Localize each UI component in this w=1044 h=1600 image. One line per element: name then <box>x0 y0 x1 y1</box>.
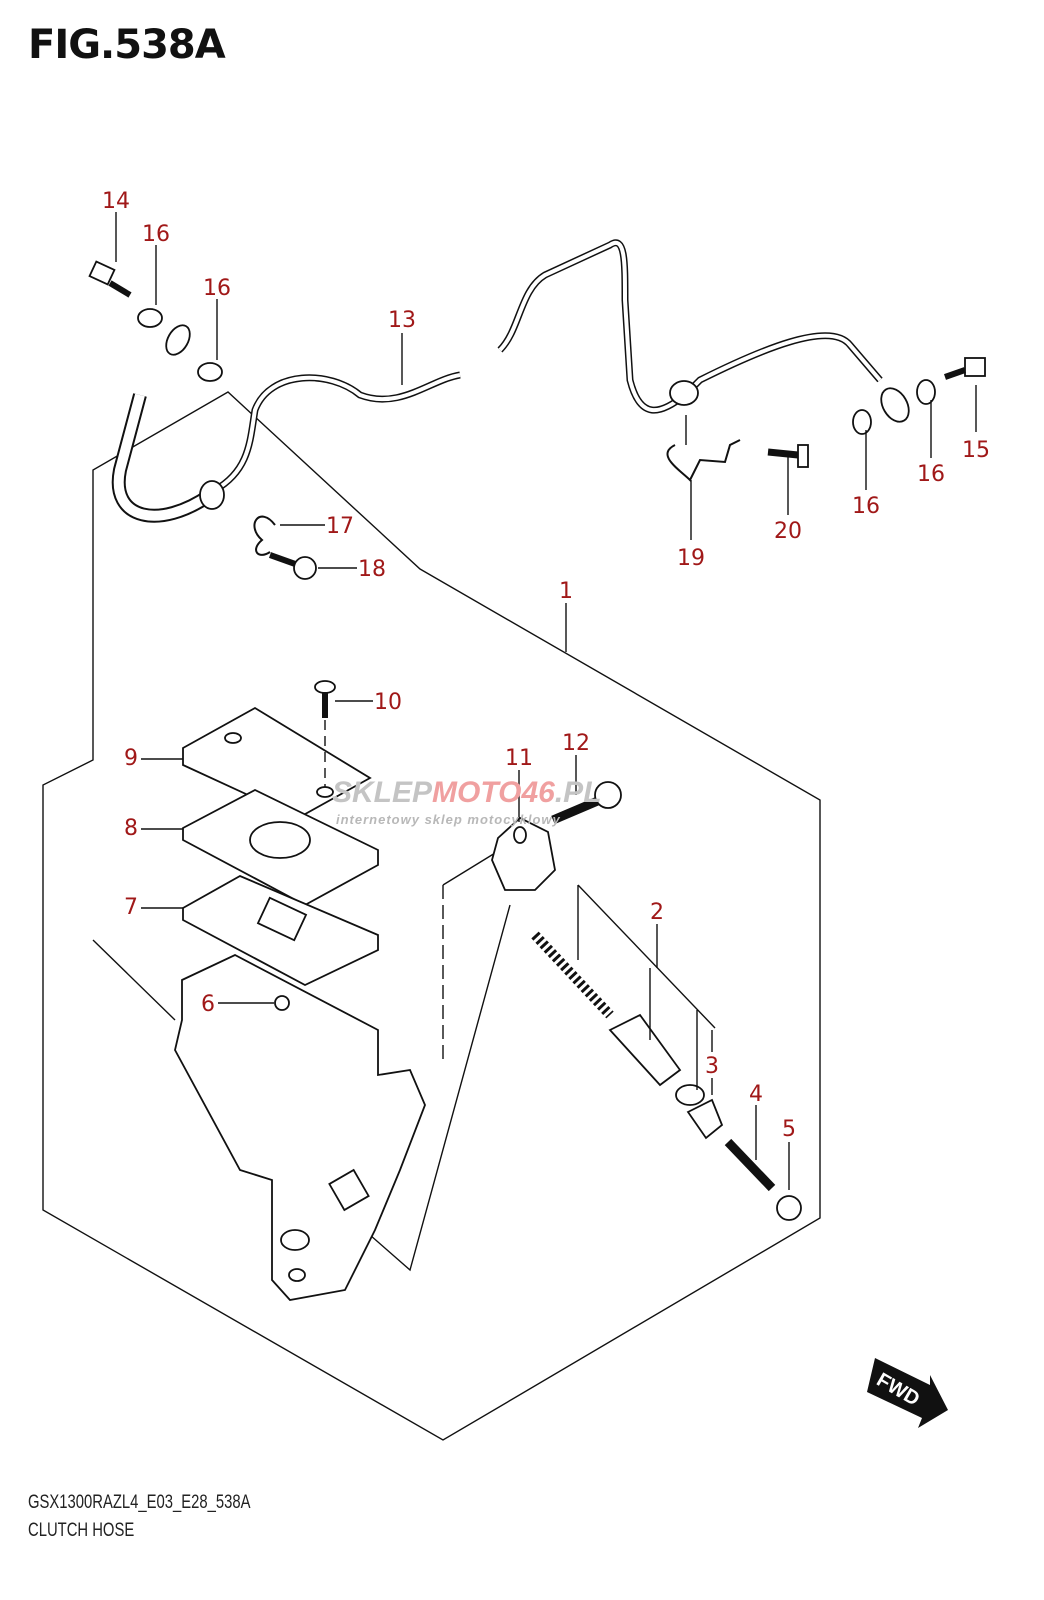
diaphragm-7 <box>182 874 379 987</box>
banjo-bolt-14 <box>88 260 132 298</box>
callout-4: 4 <box>749 1082 763 1107</box>
callout-2: 2 <box>650 900 664 925</box>
outline-leader <box>442 849 501 886</box>
assembly-outline <box>42 391 821 1441</box>
callout-labels: 14 16 16 13 17 18 1 10 9 8 7 6 11 12 2 3… <box>102 189 990 1142</box>
callout-12: 12 <box>562 731 590 756</box>
cap-5 <box>776 1195 802 1221</box>
callout-16: 16 <box>852 494 880 519</box>
figure-title: FIG.538A <box>28 22 226 68</box>
callout-19: 19 <box>677 546 705 571</box>
watermark-brand: SKLEPMOTO46.PL <box>332 776 602 809</box>
piston-set-2 <box>531 931 724 1140</box>
callout-8: 8 <box>124 816 138 841</box>
diagram-caption: CLUTCH HOSE <box>28 1520 135 1541</box>
clamp-19 <box>666 439 741 482</box>
outline-leader <box>369 904 511 1272</box>
callout-14: 14 <box>102 189 130 214</box>
fwd-arrow-badge: FWD <box>867 1358 948 1428</box>
bolt-20 <box>767 444 809 468</box>
callout-18: 18 <box>358 557 386 582</box>
callout-16: 16 <box>203 276 231 301</box>
bolt-12 <box>551 781 622 825</box>
outline-leader <box>577 884 716 1029</box>
watermark-domain: .PL <box>555 776 602 809</box>
clutch-hose <box>111 239 910 523</box>
washers-16 <box>137 308 936 435</box>
callout-5: 5 <box>782 1117 796 1142</box>
callout-1: 1 <box>559 579 573 604</box>
plate-8 <box>182 788 379 907</box>
callout-11: 11 <box>505 746 533 771</box>
pushrod-4 <box>724 1138 776 1192</box>
callout-20: 20 <box>774 519 802 544</box>
callout-15: 15 <box>962 438 990 463</box>
callout-7: 7 <box>124 895 138 920</box>
watermark-brand-b: MOTO46 <box>432 776 555 809</box>
master-cylinder-body <box>174 953 426 1301</box>
outline-leader <box>92 939 176 1021</box>
callout-16: 16 <box>142 222 170 247</box>
banjo-bolt-15 <box>944 357 986 380</box>
callout-3: 3 <box>705 1054 719 1079</box>
callout-17: 17 <box>326 514 354 539</box>
callout-9: 9 <box>124 746 138 771</box>
screw-10 <box>314 680 336 798</box>
leader-lines <box>115 212 977 1190</box>
model-code: GSX1300RAZL4_E03_E28_538A <box>28 1492 251 1513</box>
callout-6: 6 <box>201 992 215 1017</box>
callout-16: 16 <box>917 462 945 487</box>
watermark-tagline: internetowy sklep motocyklowy <box>336 812 561 827</box>
boot-11 <box>491 816 556 891</box>
bolt-18 <box>268 552 317 580</box>
callout-13: 13 <box>388 308 416 333</box>
watermark-brand-a: SKLEP <box>332 776 433 809</box>
watermark: SKLEPMOTO46.PL internetowy sklep motocyk… <box>332 776 602 827</box>
clamp-17 <box>253 515 276 556</box>
nut-6 <box>274 995 290 1011</box>
callout-10: 10 <box>374 690 402 715</box>
